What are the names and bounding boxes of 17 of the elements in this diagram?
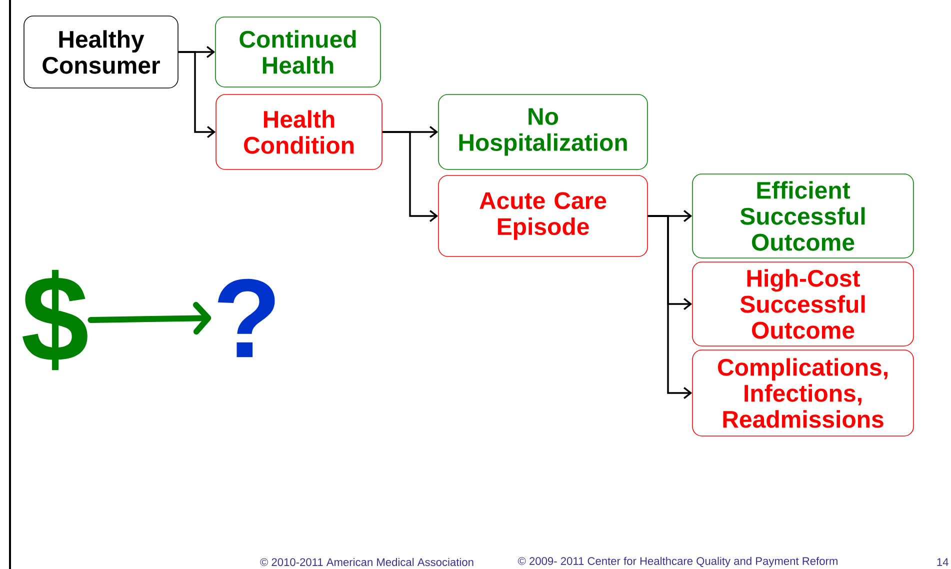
process-box: Complications, Infections, Readmissions: [692, 350, 914, 436]
process-box: Continued Health: [215, 16, 381, 88]
process-box: Efficient Successful Outcome: [692, 174, 914, 258]
dollar-sign: $: [22, 270, 88, 370]
process-box: Health Condition: [216, 94, 382, 170]
copyright-note: © 2009- 2011 Center for Healthcare Quality and Payment Reform: [518, 556, 838, 568]
process-box: Acute Care Episode: [438, 175, 648, 257]
question-mark: ?: [218, 278, 275, 358]
process-box: High-Cost Successful Outcome: [692, 262, 914, 346]
arrow: [648, 215, 692, 400]
copyright-note: © 2010-2011 American Medical Association: [260, 558, 474, 566]
process-box: No Hospitalization: [438, 94, 648, 170]
page-number: 14: [937, 558, 948, 566]
arrow: [382, 131, 438, 222]
arrow: [178, 51, 216, 138]
process-box: Healthy Consumer: [24, 16, 178, 88]
arrow: [88, 302, 212, 335]
